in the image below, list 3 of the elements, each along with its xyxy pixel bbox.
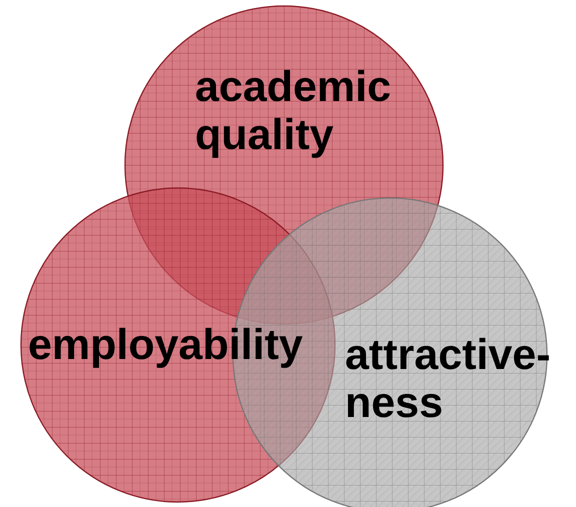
circle-label: attractive- ness — [345, 331, 552, 427]
circle-label: employability — [28, 321, 304, 369]
circle-label: academic quality — [195, 63, 392, 159]
